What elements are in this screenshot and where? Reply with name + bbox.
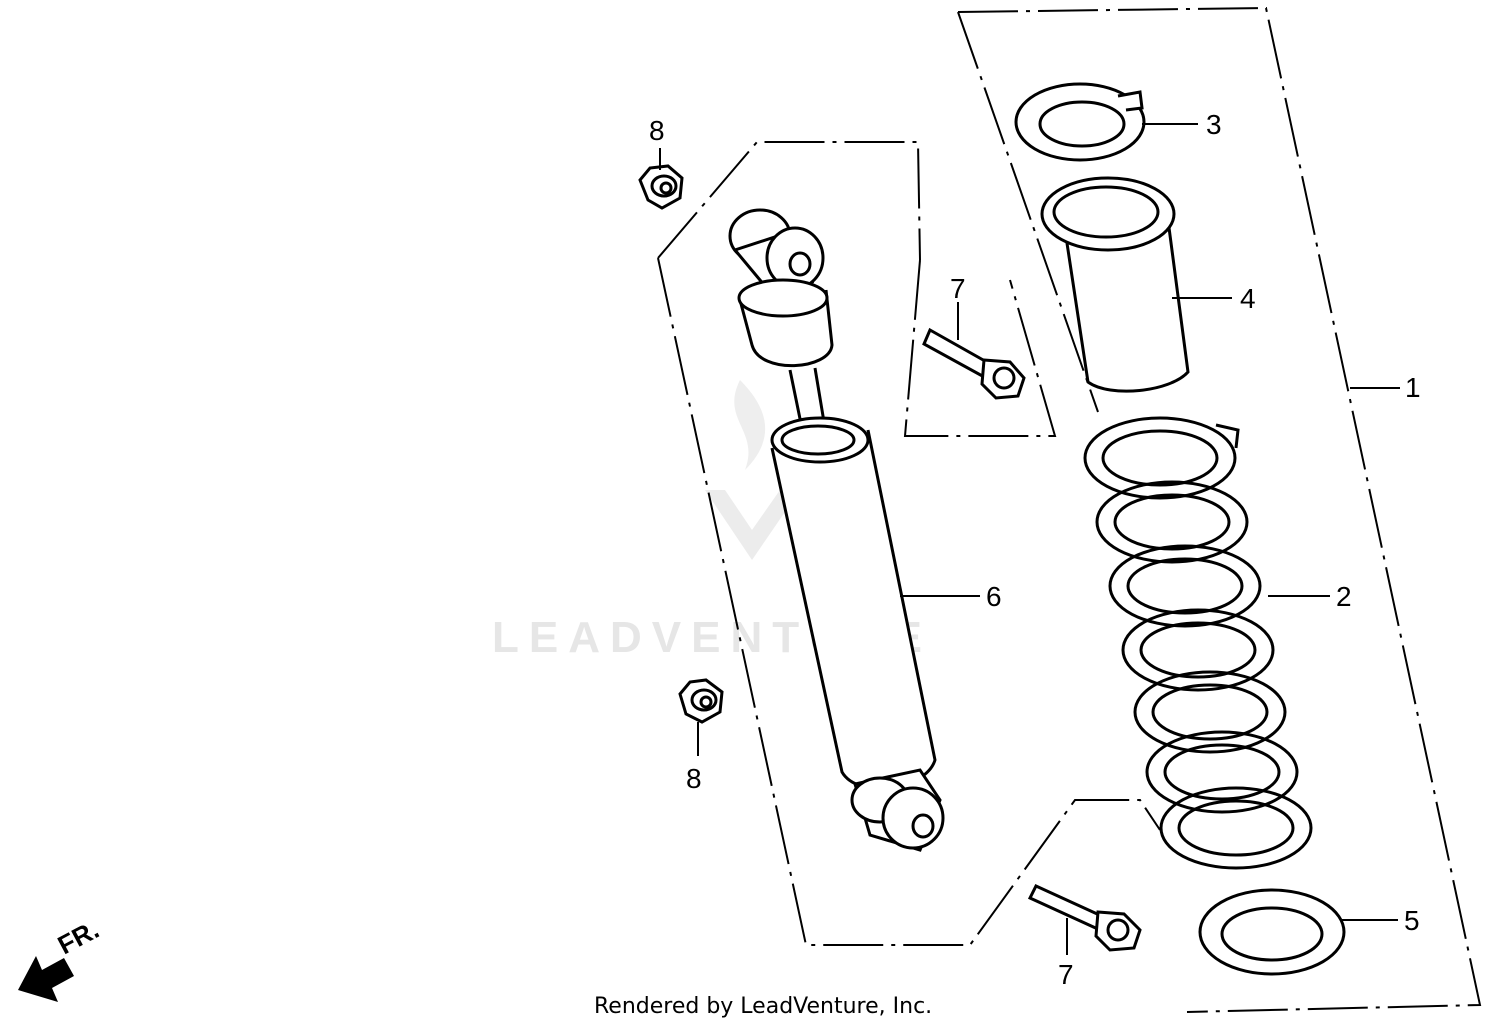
callout-5: 5 (1404, 905, 1420, 936)
callout-7-upper: 7 (950, 273, 966, 304)
callout-8-lower: 8 (686, 763, 702, 794)
bolt-lower-part (1027, 884, 1142, 952)
leader-lines (659, 123, 1400, 955)
front-direction-indicator: FR. (18, 914, 104, 1002)
coil-spring-part (1083, 416, 1313, 870)
spring-seat-part (1014, 82, 1146, 162)
callouts: 1 2 3 4 5 6 7 7 8 8 (649, 109, 1421, 990)
callout-8-upper: 8 (649, 115, 665, 146)
callout-4: 4 (1240, 283, 1256, 314)
shock-absorber-part (728, 208, 945, 852)
front-label: FR. (53, 914, 104, 960)
spring-guide-part (1040, 176, 1190, 393)
callout-7-lower: 7 (1058, 959, 1074, 990)
front-arrow-icon (18, 956, 74, 1002)
assembly-outline-1 (957, 6, 1482, 1013)
nut-upper-part (638, 164, 684, 210)
lower-seat-part (1198, 888, 1346, 976)
callout-6: 6 (986, 581, 1002, 612)
bolt-upper-part (922, 327, 1026, 400)
callout-3: 3 (1206, 109, 1222, 140)
callout-1: 1 (1405, 372, 1421, 403)
footer-credit: Rendered by LeadVenture, Inc. (594, 994, 933, 1019)
nut-lower-part (678, 678, 724, 724)
assembly-outline-6 (657, 141, 1161, 946)
callout-2: 2 (1336, 581, 1352, 612)
